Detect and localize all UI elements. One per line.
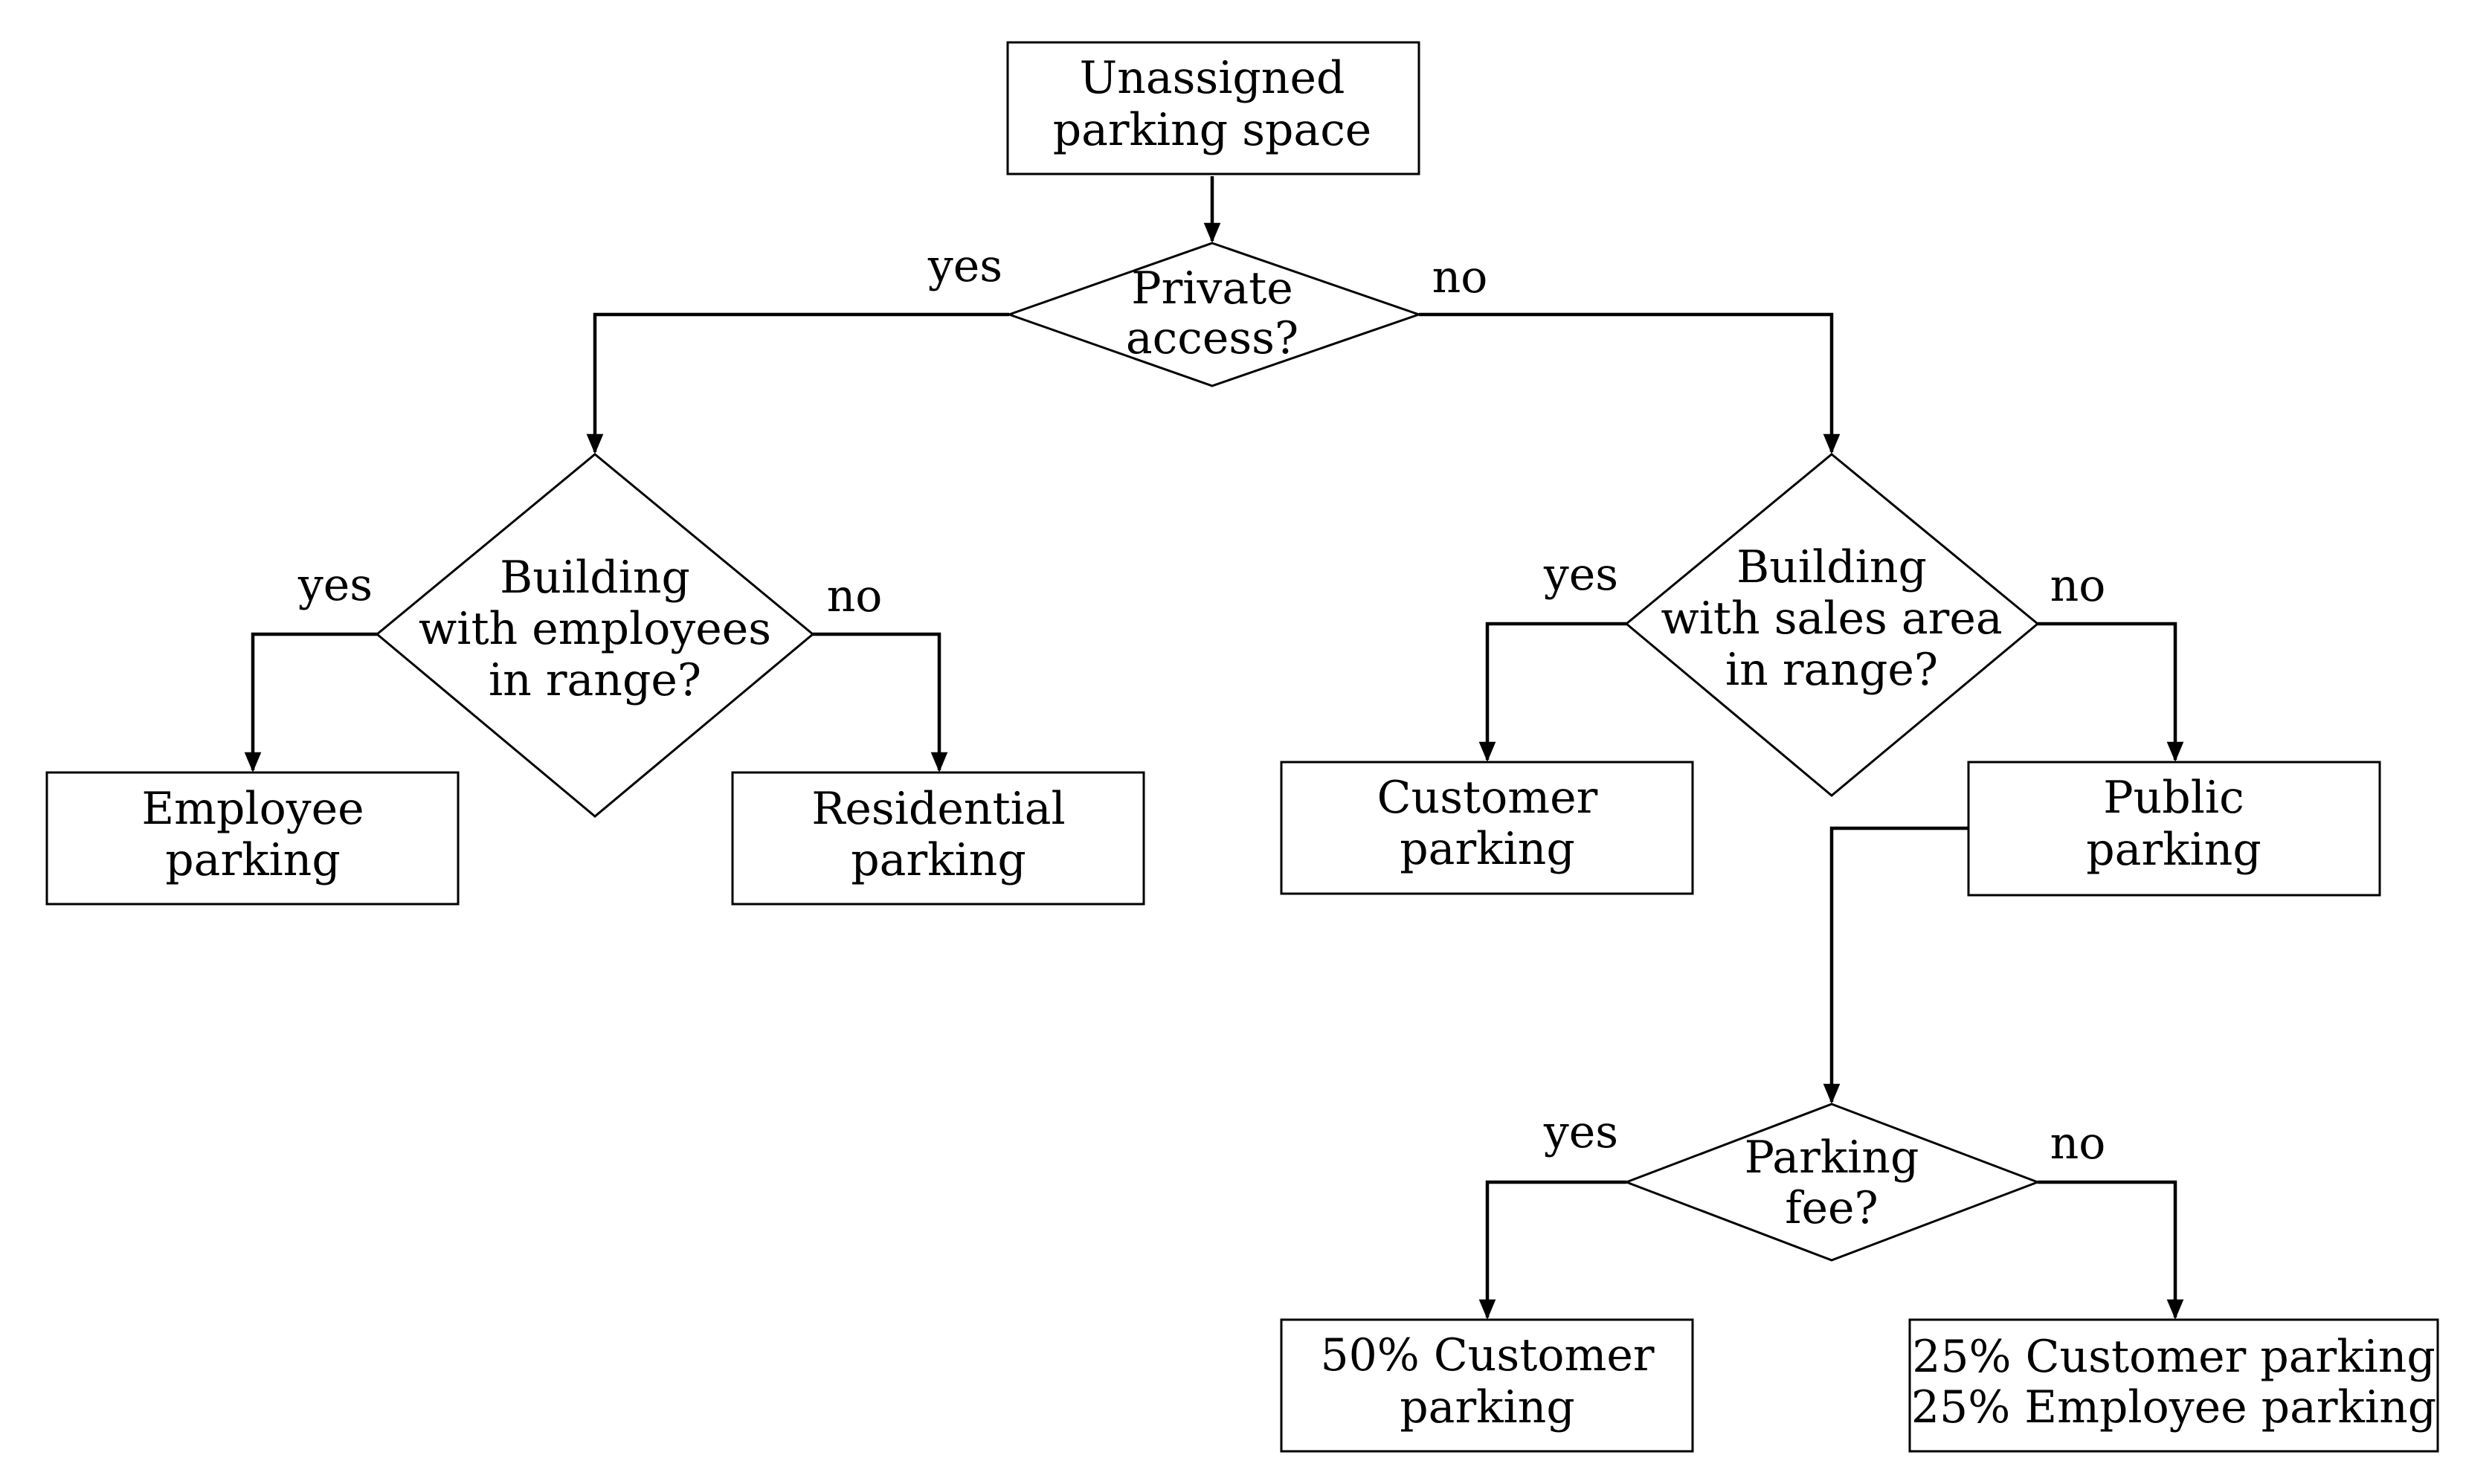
label-employees-yes: yes <box>297 559 373 611</box>
half-customer-line-2: parking <box>1400 1381 1574 1433</box>
quarter-split-parking-node: 25% Customer parking 25% Employee parkin… <box>1908 1318 2439 1453</box>
parking-fee-decision: Parking fee? <box>1623 1103 2041 1262</box>
edges <box>244 176 2184 1320</box>
employee-parking-node: Employee parking <box>45 771 460 906</box>
label-private-no: no <box>1432 251 1488 303</box>
building-employees-line-2: with employees <box>419 603 771 655</box>
edge-building-employees-yes <box>244 632 377 772</box>
label-fee-no: no <box>2050 1117 2106 1170</box>
employee-parking-line-2: parking <box>165 834 340 886</box>
private-access-line-2: access? <box>1126 312 1298 364</box>
edge-parking-fee-no <box>2038 1180 2184 1320</box>
building-sales-line-3: in range? <box>1725 644 1938 696</box>
residential-parking-line-1: Residential <box>811 783 1065 835</box>
edge-private-access-no <box>1419 312 1841 454</box>
public-parking-node: Public parking <box>1967 761 2381 897</box>
private-access-decision: Private access? <box>1005 242 1423 387</box>
start-node: Unassigned parking space <box>1006 41 1420 175</box>
edge-private-access-yes <box>586 312 1009 454</box>
customer-parking-node: Customer parking <box>1280 761 1694 895</box>
label-sales-no: no <box>2050 560 2106 612</box>
quarter-split-line-2: 25% Employee parking <box>1911 1381 2436 1433</box>
label-employees-no: no <box>827 570 883 622</box>
quarter-split-line-1: 25% Customer parking <box>1912 1331 2436 1383</box>
customer-parking-line-2: parking <box>1400 823 1574 875</box>
edge-public-parking-to-fee <box>1823 826 1968 1104</box>
residential-parking-line-2: parking <box>851 834 1026 886</box>
employee-parking-line-1: Employee <box>141 783 364 835</box>
label-sales-yes: yes <box>1543 549 1618 601</box>
customer-parking-line-1: Customer <box>1377 772 1598 824</box>
edge-building-sales-yes <box>1478 622 1626 762</box>
edge-parking-fee-yes <box>1478 1180 1626 1320</box>
edge-building-employees-no <box>813 632 948 772</box>
building-sales-line-1: Building <box>1736 541 1927 593</box>
parking-fee-line-2: fee? <box>1785 1182 1878 1234</box>
half-customer-line-1: 50% Customer <box>1320 1329 1654 1381</box>
building-employees-line-1: Building <box>500 552 690 604</box>
edge-building-sales-no <box>2038 622 2184 762</box>
public-parking-line-1: Public <box>2103 772 2244 824</box>
parking-fee-line-1: Parking <box>1745 1132 1919 1184</box>
start-node-line-2: parking space <box>1053 104 1372 156</box>
label-private-yes: yes <box>927 240 1002 292</box>
building-sales-line-2: with sales area <box>1661 593 2002 645</box>
building-employees-decision: Building with employees in range? <box>375 453 815 818</box>
building-sales-decision: Building with sales area in range? <box>1624 453 2040 797</box>
start-node-line-1: Unassigned <box>1080 52 1345 104</box>
private-access-line-1: Private <box>1131 262 1293 314</box>
building-employees-line-3: in range? <box>489 654 701 706</box>
label-fee-yes: yes <box>1543 1106 1618 1158</box>
residential-parking-node: Residential parking <box>731 771 1145 906</box>
edge-labels: yes no yes no yes no yes no <box>297 240 2105 1170</box>
half-customer-parking-node: 50% Customer parking <box>1280 1318 1694 1453</box>
public-parking-line-2: parking <box>2086 824 2261 876</box>
